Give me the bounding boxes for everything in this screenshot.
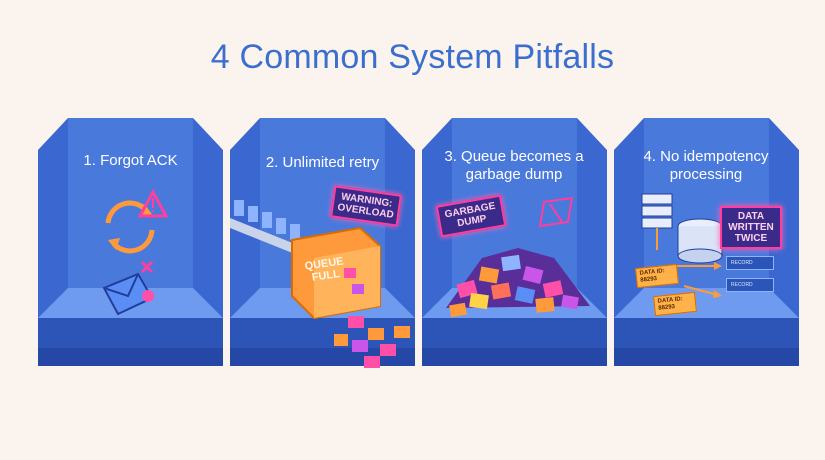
panel-no-idempotency: 4. No idempotency processing DATA WRITTE… (614, 118, 799, 378)
database-icon (677, 218, 723, 264)
envelope-icon (102, 260, 154, 316)
panel-label: 1. Forgot ACK (83, 152, 178, 169)
server-icon (641, 193, 673, 250)
arrow-icon (674, 262, 722, 298)
broken-sign-icon (538, 196, 574, 228)
queue-box (291, 226, 381, 320)
record-item: RECORD (726, 278, 774, 292)
panel-forgot-ack: 1. Forgot ACK (38, 118, 223, 378)
warning-icon (137, 188, 169, 218)
conveyor-belt (230, 200, 300, 256)
panel-unlimited-retry: 2. Unlimited retry WARNING: OVERLOAD QUE… (230, 118, 415, 378)
panel-label: 3. Queue becomes a garbage dump (444, 148, 584, 183)
garbage-pile (446, 248, 590, 318)
data-written-twice-sign: DATA WRITTEN TWICE (720, 206, 782, 249)
refresh-icon (105, 200, 155, 254)
page-title: 4 Common System Pitfalls (210, 38, 615, 76)
panel-label: 2. Unlimited retry (265, 154, 380, 171)
panel-label: 4. No idempotency processing (643, 148, 769, 183)
overflow-blocks (334, 316, 410, 368)
record-item: RECORD (726, 256, 774, 270)
panel-garbage-dump: 3. Queue becomes a garbage dump GARBAGE … (422, 118, 607, 378)
